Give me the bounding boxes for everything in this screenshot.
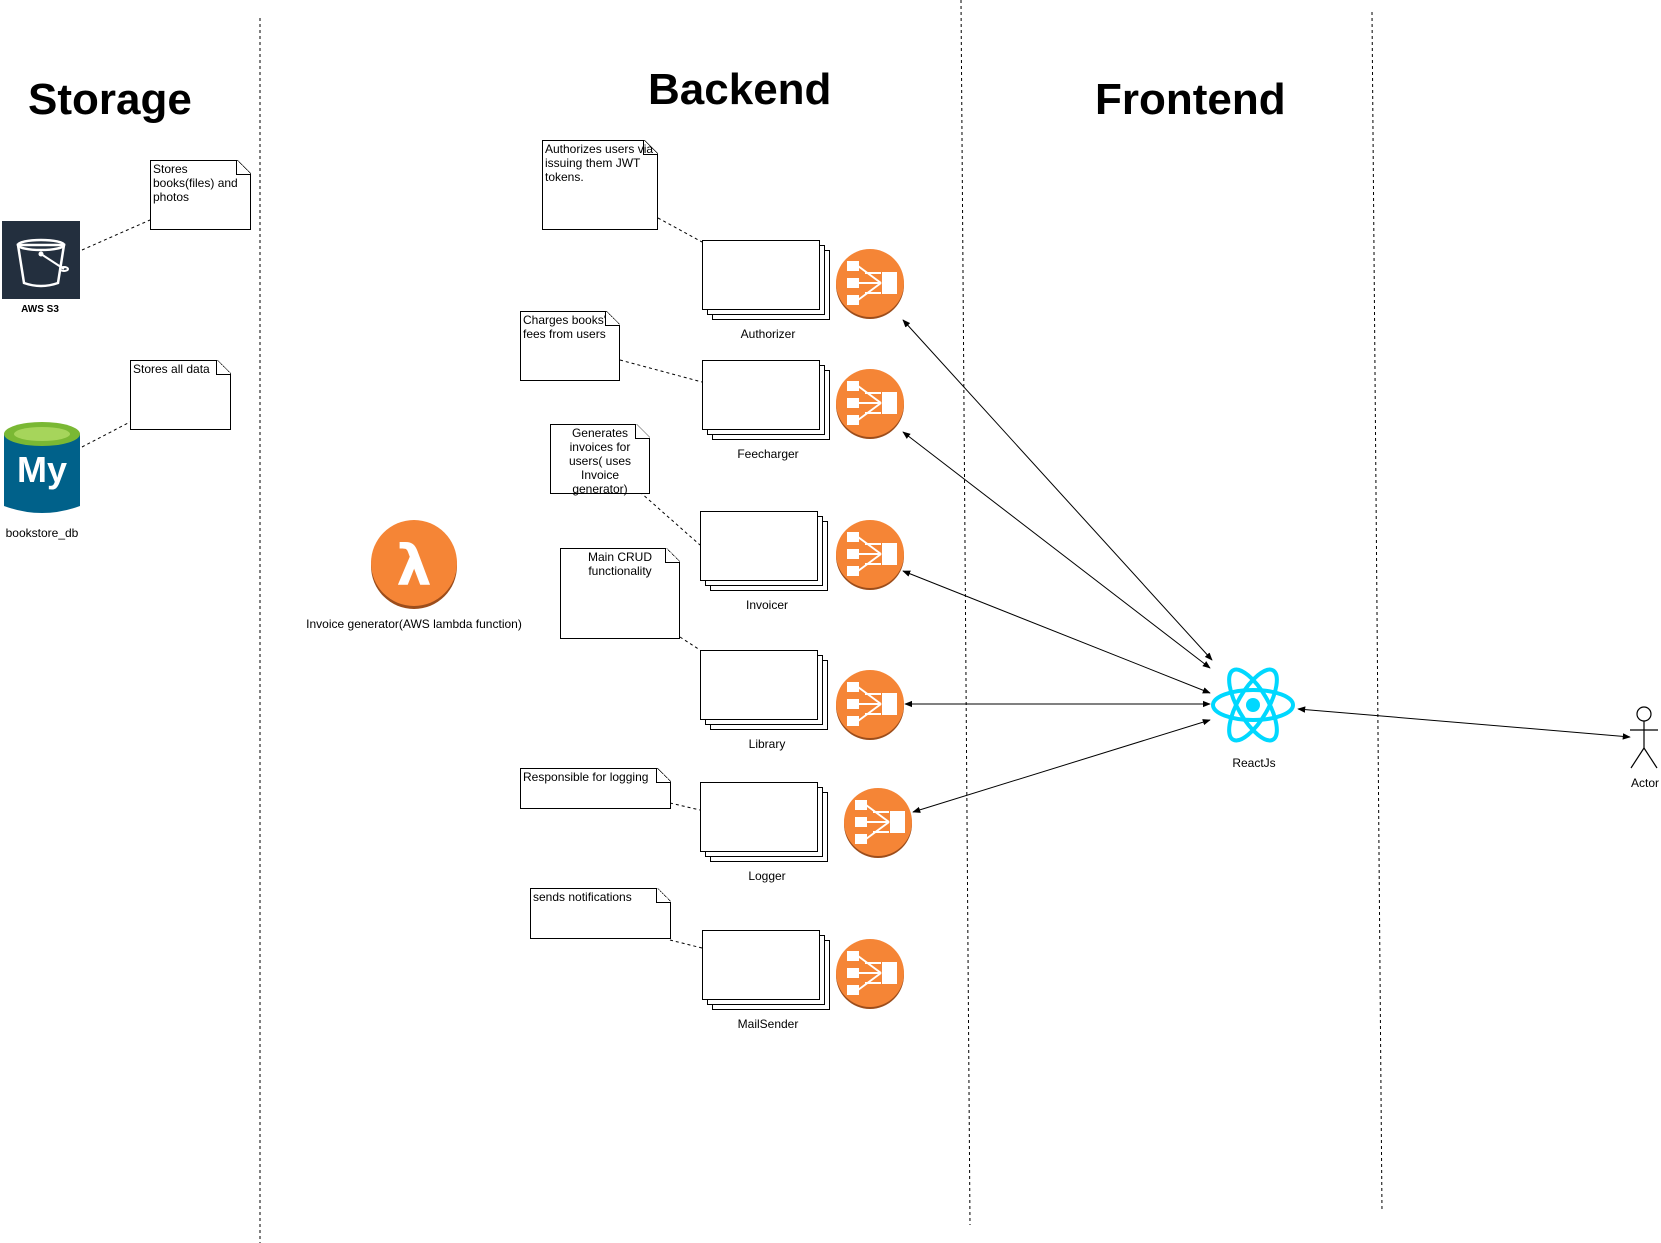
react-label: ReactJs (1232, 756, 1276, 770)
actor-stick-figure-icon[interactable] (1629, 706, 1659, 770)
arrow-react-invoicer (902, 570, 1211, 694)
connector-library-note (679, 636, 701, 651)
react-icon[interactable] (1210, 665, 1296, 745)
mailsender-note: sends notifications (530, 888, 671, 939)
mailsender-note-text: sends notifications (533, 890, 632, 904)
lane-divider-frontend (1371, 11, 1383, 1213)
logger-label: Logger (748, 869, 786, 883)
authorizer-label: Authorizer (740, 327, 796, 341)
logger-note: Responsible for logging (520, 768, 671, 809)
svg-text:λ: λ (396, 534, 431, 599)
invoicer-note: Generates invoices for users( uses Invoi… (550, 424, 650, 496)
logger-load-balancer-icon[interactable] (843, 787, 913, 864)
db-label: bookstore_db (5, 526, 79, 540)
actor-label: Actor (1630, 776, 1660, 790)
connector-logger-note (669, 802, 701, 811)
lane-divider-backend (960, 0, 971, 1226)
library-load-balancer-icon[interactable] (835, 669, 905, 746)
feecharger-note: Charges books' fees from users (520, 311, 620, 381)
lane-heading-frontend: Frontend (1095, 75, 1286, 124)
library-label: Library (748, 737, 786, 751)
mailsender-service[interactable] (702, 930, 830, 1010)
connector-feecharger-note (619, 359, 703, 383)
db-note-text: Stores all data (133, 362, 210, 376)
feecharger-label: Feecharger (737, 447, 799, 461)
connector-db-note (81, 421, 131, 448)
mailsender-load-balancer-icon[interactable] (835, 938, 905, 1015)
connector-mailsender-note (669, 939, 703, 949)
lane-heading-backend: Backend (648, 65, 832, 114)
library-service[interactable] (700, 650, 828, 730)
s3-bucket-icon[interactable] (2, 221, 80, 299)
arrow-react-feecharger (902, 431, 1211, 669)
lambda-icon[interactable]: λ (369, 519, 459, 609)
invoicer-note-text: Generates invoices for users( uses Invoi… (568, 426, 632, 496)
connector-invoicer-note (639, 491, 701, 546)
invoicer-service[interactable] (700, 511, 828, 591)
s3-label: AWS S3 (21, 304, 59, 315)
mailsender-label: MailSender (737, 1017, 799, 1031)
library-note-text: Main CRUD functionality (587, 550, 652, 578)
library-note: Main CRUD functionality (560, 548, 680, 639)
lane-heading-storage: Storage (28, 75, 192, 124)
authorizer-note: Authorizes users via issuing them JWT to… (542, 140, 658, 230)
svg-text:My: My (17, 449, 67, 490)
arrow-react-logger (912, 719, 1211, 813)
connector-authorizer-note (657, 217, 703, 243)
authorizer-note-text: Authorizes users via issuing them JWT to… (545, 142, 654, 184)
mysql-database-icon[interactable]: My (2, 420, 82, 520)
invoicer-label: Invoicer (745, 598, 789, 612)
logger-service[interactable] (700, 782, 828, 862)
authorizer-service[interactable] (702, 240, 830, 320)
lambda-label: Invoice generator(AWS lambda function) (306, 617, 522, 631)
logger-note-text: Responsible for logging (523, 770, 649, 784)
feecharger-service[interactable] (702, 360, 830, 440)
s3-note: Stores books(files) and photos (150, 160, 251, 230)
authorizer-load-balancer-icon[interactable] (835, 248, 905, 325)
feecharger-load-balancer-icon[interactable] (835, 368, 905, 445)
arrow-react-authorizer (902, 319, 1213, 661)
invoicer-load-balancer-icon[interactable] (835, 519, 905, 596)
connector-s3-note (81, 219, 151, 251)
s3-note-text: Stores books(files) and photos (153, 162, 238, 204)
arrow-react-actor (1297, 706, 1631, 740)
feecharger-note-text: Charges books' fees from users (523, 313, 607, 341)
db-note: Stores all data (130, 360, 231, 430)
